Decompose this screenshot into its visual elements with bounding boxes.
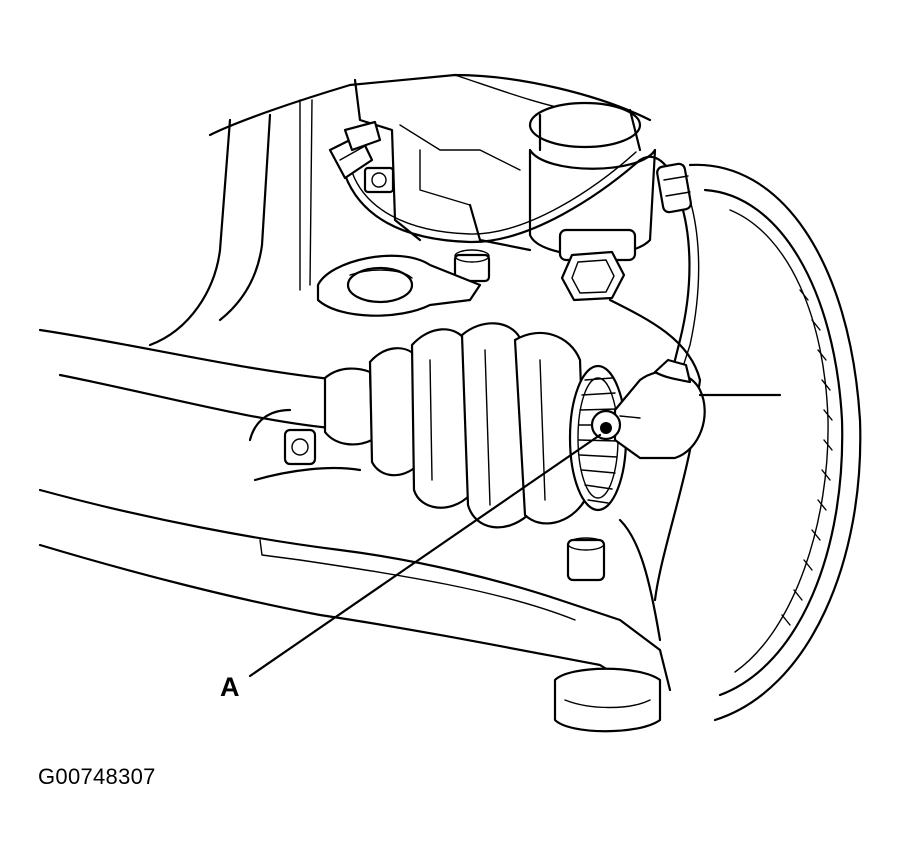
strut-nut xyxy=(560,250,626,302)
drive-shaft xyxy=(38,328,342,430)
lower-bolt-knuckle xyxy=(566,537,606,582)
callout-a-leader-line xyxy=(248,433,602,678)
figure-id: G00748307 xyxy=(38,764,156,789)
sensor-cable xyxy=(343,151,700,383)
brake-disc xyxy=(688,163,862,722)
callout-label-a: A xyxy=(220,672,240,702)
lower-bolt-left xyxy=(283,428,317,466)
cv-joint-boot xyxy=(323,322,587,529)
cable-clip-upper xyxy=(328,120,382,180)
center-bolt xyxy=(453,249,491,283)
wheel-speed-sensor xyxy=(590,358,706,460)
cable-clip-strut xyxy=(656,162,692,214)
strut-mount xyxy=(528,101,657,262)
upper-body-structure xyxy=(148,73,652,482)
upper-bolt-left xyxy=(363,166,395,194)
lower-control-arm xyxy=(38,488,672,733)
mounting-bracket xyxy=(316,254,482,317)
